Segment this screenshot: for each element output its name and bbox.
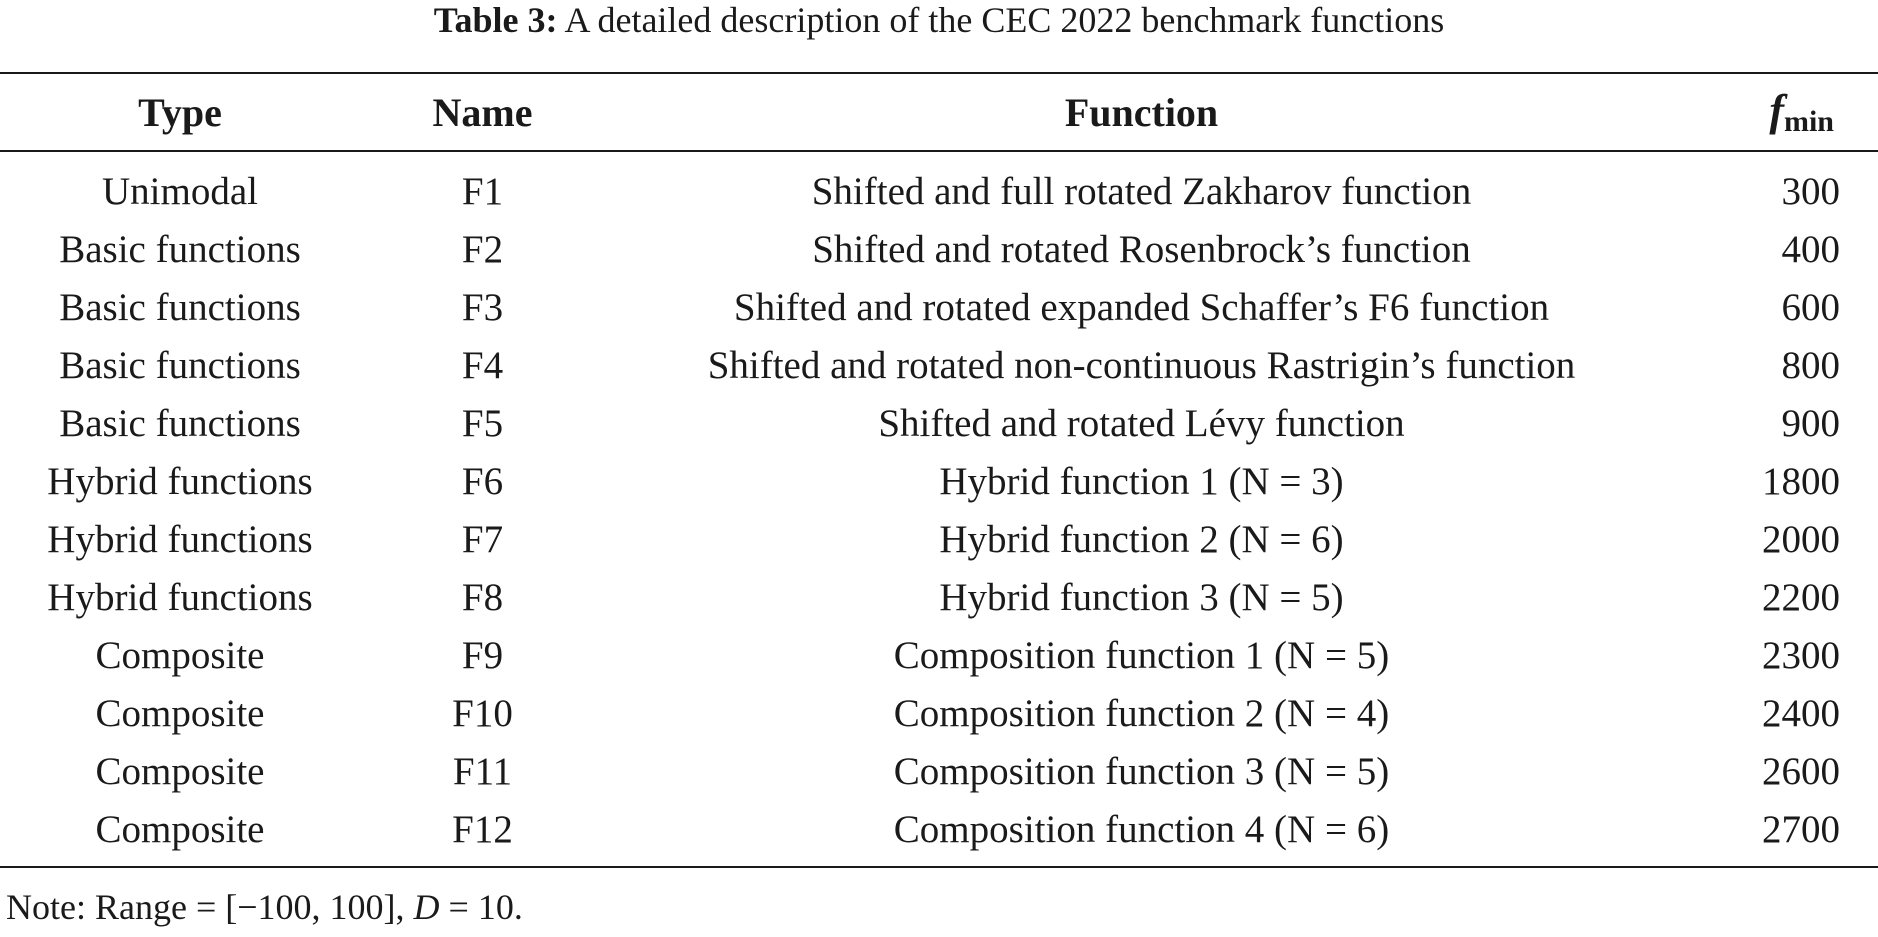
- note-prefix: Note: Range = [−100, 100],: [6, 887, 414, 927]
- cell-fmin: 400: [1781, 227, 1841, 271]
- cell-fmin: 1800: [1762, 459, 1840, 503]
- header-type: Type: [138, 89, 222, 135]
- cell-fmin: 2200: [1762, 575, 1840, 619]
- cell-name: F9: [461, 633, 504, 677]
- header-function: Function: [1064, 89, 1219, 135]
- cell-function: Hybrid function 3 (N = 5): [939, 575, 1344, 619]
- table-caption: Table 3: A detailed description of the C…: [0, 0, 1878, 40]
- cell-type: Basic functions: [59, 343, 301, 387]
- cell-name: F4: [461, 343, 504, 387]
- cell-name: F10: [452, 691, 513, 735]
- header-row: Type Name Function fmin: [0, 73, 1878, 151]
- cell-function: Composition function 2 (N = 4): [893, 691, 1390, 735]
- cell-type: Composite: [95, 691, 265, 735]
- cell-type: Basic functions: [59, 227, 301, 271]
- cell-type: Composite: [95, 633, 265, 677]
- cell-fmin: 2300: [1762, 633, 1840, 677]
- caption-label: Table 3:: [433, 0, 558, 40]
- table-row: Basic functions F5 Shifted and rotated Lév…: [0, 394, 1878, 452]
- cell-function: Composition function 3 (N = 5): [893, 749, 1390, 793]
- cell-name: F2: [461, 227, 504, 271]
- cell-type: Composite: [95, 749, 265, 793]
- cell-fmin: 2000: [1762, 517, 1840, 561]
- cell-name: F5: [461, 401, 504, 445]
- table-note: Note: Range = [−100, 100], D = 10.: [6, 885, 523, 929]
- cell-function: Shifted and rotated non-continuous Rastr…: [707, 343, 1576, 387]
- table-row: Hybrid functions F6 Hybrid function 1 (N =…: [0, 452, 1878, 510]
- cell-function: Composition function 4 (N = 6): [893, 807, 1390, 851]
- cell-name: F8: [461, 575, 504, 619]
- caption-text: A detailed description of the CEC 2022 b…: [564, 0, 1445, 40]
- header-fmin: fmin: [1678, 73, 1878, 151]
- table-row: Composite F12 Composition function 4 (N = …: [0, 800, 1878, 867]
- table-row: Composite F9 Composition function 1 (N = 5…: [0, 626, 1878, 684]
- cell-fmin: 800: [1781, 343, 1841, 387]
- cell-name: F3: [461, 285, 504, 329]
- cell-fmin: 600: [1781, 285, 1841, 329]
- cell-name: F1: [461, 169, 504, 213]
- table-row: Basic functions F4 Shifted and rotated non…: [0, 336, 1878, 394]
- fmin-symbol: f: [1769, 86, 1784, 135]
- cell-function: Hybrid function 2 (N = 6): [939, 517, 1344, 561]
- note-suffix: = 10.: [439, 887, 523, 927]
- cell-type: Composite: [95, 807, 265, 851]
- table-row: Composite F10 Composition function 2 (N = …: [0, 684, 1878, 742]
- cell-name: F11: [452, 749, 513, 793]
- cell-fmin: 2400: [1762, 691, 1840, 735]
- note-variable: D: [413, 887, 440, 927]
- cell-function: Shifted and full rotated Zakharov functi…: [811, 169, 1472, 213]
- cell-fmin: 2600: [1762, 749, 1840, 793]
- table-row: Composite F11 Composition function 3 (N = …: [0, 742, 1878, 800]
- table-row: Unimodal F1 Shifted and full rotated Zakha…: [0, 151, 1878, 220]
- cell-name: F6: [461, 459, 504, 503]
- fmin-subscript: min: [1783, 105, 1834, 138]
- cell-type: Hybrid functions: [47, 459, 313, 503]
- cell-type: Basic functions: [59, 401, 301, 445]
- cell-type: Hybrid functions: [47, 575, 313, 619]
- cell-name: F7: [461, 517, 504, 561]
- cell-type: Hybrid functions: [47, 517, 313, 561]
- table-row: Hybrid functions F7 Hybrid function 2 (N =…: [0, 510, 1878, 568]
- cell-function: Composition function 1 (N = 5): [893, 633, 1390, 677]
- table-row: Hybrid functions F8 Hybrid function 3 (N =…: [0, 568, 1878, 626]
- table-row: Basic functions F3 Shifted and rotated exp…: [0, 278, 1878, 336]
- cell-function: Shifted and rotated Lévy function: [878, 401, 1405, 445]
- table-header: Type Name Function fmin: [0, 73, 1878, 151]
- cell-fmin: 900: [1781, 401, 1841, 445]
- cell-fmin: 2700: [1762, 807, 1840, 851]
- table-row: Basic functions F2 Shifted and rotated Ros…: [0, 220, 1878, 278]
- cell-function: Shifted and rotated Rosenbrock’s functio…: [812, 227, 1471, 271]
- header-name: Name: [432, 89, 533, 135]
- cell-type: Basic functions: [59, 285, 301, 329]
- cell-type: Unimodal: [102, 169, 258, 213]
- cell-name: F12: [452, 807, 513, 851]
- cell-fmin: 300: [1781, 169, 1841, 213]
- table-body: Unimodal F1 Shifted and full rotated Zakha…: [0, 151, 1878, 867]
- cell-function: Hybrid function 1 (N = 3): [939, 459, 1344, 503]
- cell-function: Shifted and rotated expanded Schaffer’s …: [733, 285, 1550, 329]
